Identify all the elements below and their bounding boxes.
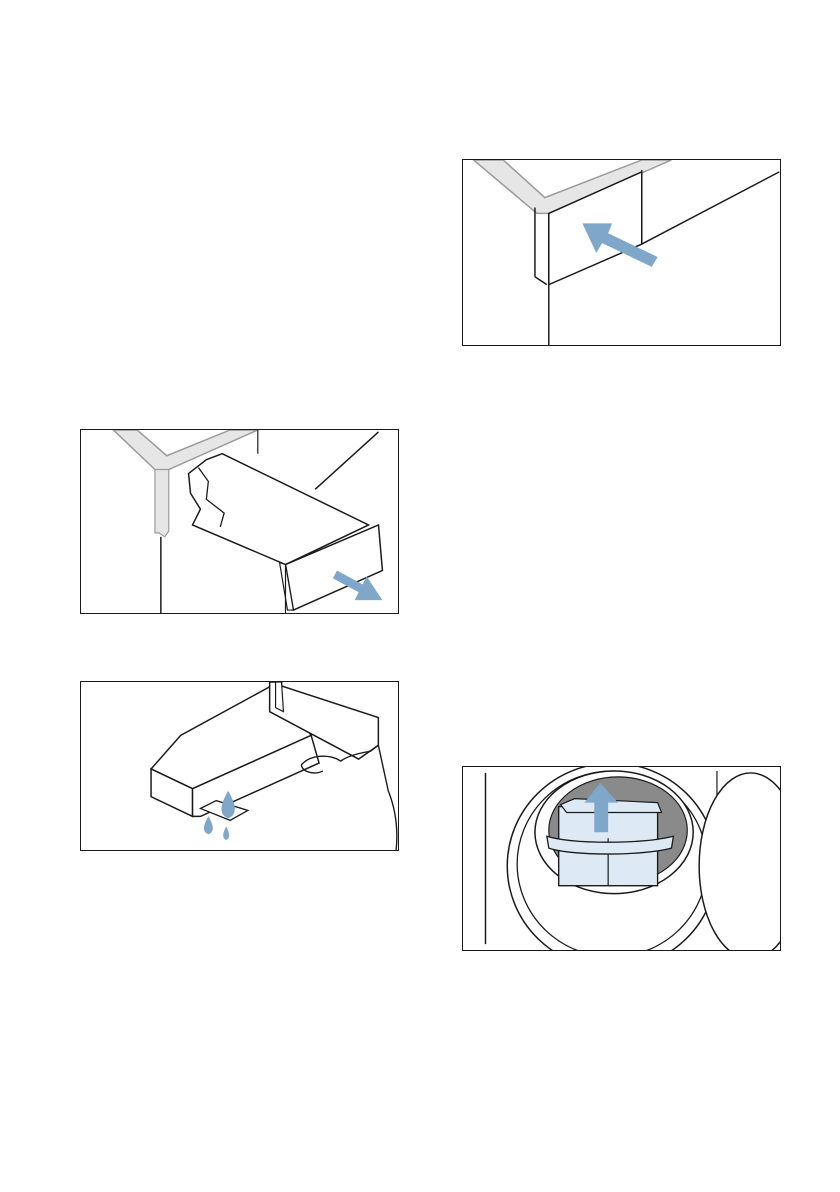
fluff-filter-drawing (463, 767, 780, 950)
open-door (699, 773, 780, 950)
recess-frame-side (155, 470, 169, 537)
illustration-drawer-pull-out (80, 429, 399, 614)
illustration-drawer-empty (80, 681, 399, 851)
body-top-line (642, 172, 780, 244)
illustration-drawer-push-in (462, 159, 781, 346)
drawer-pull-out-drawing (81, 430, 398, 613)
water-drop-tiny-icon (223, 826, 229, 840)
water-drop-small-icon (204, 816, 213, 834)
drawer-empty-drawing (81, 682, 398, 850)
container-front-edge (276, 682, 284, 712)
illustration-fluff-filter (462, 766, 781, 951)
recess-edge-bottom (535, 277, 547, 285)
body-top-line (315, 432, 378, 489)
drawer-push-in-drawing (463, 160, 780, 345)
